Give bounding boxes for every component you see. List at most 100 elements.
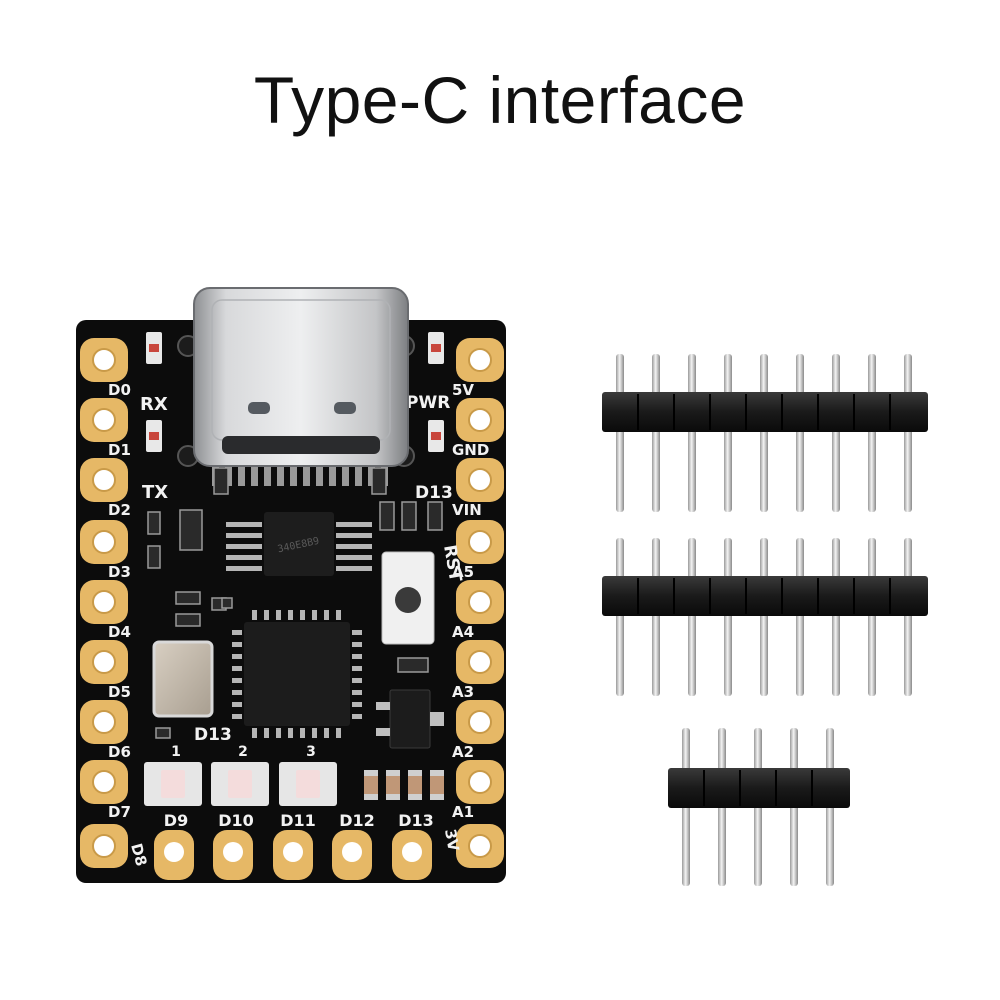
left-pad <box>80 824 128 868</box>
header-pin <box>832 538 840 696</box>
right-pad <box>456 520 504 564</box>
header-pin <box>904 538 912 696</box>
left-pin-label: D1 <box>108 441 131 459</box>
smd-part <box>401 501 417 531</box>
corner-right-label: 3V <box>441 828 463 853</box>
bottom-pad <box>213 830 253 880</box>
header-pin <box>652 354 660 512</box>
smd-part <box>175 613 201 627</box>
right-pin-label: A4 <box>452 623 474 641</box>
right-pin-label: A5 <box>452 563 474 581</box>
header-pin <box>796 354 804 512</box>
smd-part <box>147 545 161 569</box>
left-pin-label: D2 <box>108 501 131 519</box>
bottom-pin-label: D12 <box>339 811 375 830</box>
pwr-label: PWR <box>406 393 450 413</box>
left-pad <box>80 760 128 804</box>
capacitor <box>430 770 444 800</box>
tx-led <box>146 420 162 452</box>
main-mcu-chip <box>244 622 350 726</box>
smd-part <box>397 657 429 673</box>
right-pin-label: A3 <box>452 683 474 701</box>
capacitor-row <box>364 770 444 800</box>
smd-part <box>155 727 171 739</box>
left-pad <box>80 580 128 624</box>
d13-led <box>428 420 444 452</box>
header-pin <box>688 354 696 512</box>
voltage-regulator <box>376 689 444 749</box>
header-pin <box>724 354 732 512</box>
right-pin-label: A2 <box>452 743 474 761</box>
pin-header-strip <box>668 728 850 886</box>
d13-label: D13 <box>194 725 232 745</box>
left-pin-label: D0 <box>108 381 131 399</box>
smd-part <box>175 591 201 605</box>
usb-type-c-connector <box>193 287 409 467</box>
left-pin-label: D7 <box>108 803 131 821</box>
smd-part <box>179 509 203 551</box>
right-pad <box>456 700 504 744</box>
rgb-led-number: 1 <box>171 744 181 760</box>
left-pin-label: D6 <box>108 743 131 761</box>
rgb-led-number: 3 <box>306 744 316 760</box>
header-pin <box>832 354 840 512</box>
tx-label: TX <box>142 482 168 503</box>
bottom-pin-label: D10 <box>218 811 254 830</box>
chip-pins <box>226 522 372 571</box>
capacitor <box>386 770 400 800</box>
crystal-oscillator <box>152 640 214 718</box>
reset-button <box>381 551 435 645</box>
left-pin-label: D5 <box>108 683 131 701</box>
smd-part <box>147 511 161 535</box>
bottom-pad <box>154 830 194 880</box>
page-title: Type-C interface <box>253 63 747 137</box>
rx-label: RX <box>140 394 168 415</box>
rgb-led-row: 1 2 3 <box>144 744 337 806</box>
left-pad-column <box>80 338 128 868</box>
left-pad <box>80 338 128 382</box>
mcu-pins <box>232 610 362 738</box>
pwr-led <box>428 332 444 364</box>
right-pin-label: A1 <box>452 803 474 821</box>
right-pad-column <box>456 338 504 868</box>
pin-headers <box>602 354 928 886</box>
header-plastic <box>668 768 850 808</box>
header-pin <box>616 538 624 696</box>
header-pin <box>724 538 732 696</box>
rgb-led <box>144 762 202 806</box>
header-pin <box>688 538 696 696</box>
rgb-led <box>211 762 269 806</box>
bottom-pad <box>273 830 313 880</box>
left-pad <box>80 640 128 684</box>
right-pin-label: VIN <box>452 501 482 519</box>
usb-serial-chip: 340E8B9 <box>264 512 334 576</box>
rgb-led-number: 2 <box>238 744 248 760</box>
bottom-pin-label: D9 <box>164 811 188 830</box>
left-pad <box>80 700 128 744</box>
right-pad <box>456 580 504 624</box>
right-pad <box>456 458 504 502</box>
smd-part <box>221 597 233 609</box>
header-pin <box>868 354 876 512</box>
header-pin <box>652 538 660 696</box>
header-pin <box>868 538 876 696</box>
rgb-led <box>279 762 337 806</box>
right-pin-label: 5V <box>452 381 474 399</box>
left-pin-label: D4 <box>108 623 131 641</box>
header-plastic <box>602 392 928 432</box>
left-pad <box>80 458 128 502</box>
right-pad <box>456 640 504 684</box>
rx-led <box>146 332 162 364</box>
bottom-pad <box>392 830 432 880</box>
right-pad <box>456 760 504 804</box>
smd-part <box>379 501 395 531</box>
bottom-pin-label: D11 <box>280 811 316 830</box>
left-pad <box>80 520 128 564</box>
right-pad <box>456 398 504 442</box>
left-pin-label: D3 <box>108 563 131 581</box>
header-pin <box>616 354 624 512</box>
